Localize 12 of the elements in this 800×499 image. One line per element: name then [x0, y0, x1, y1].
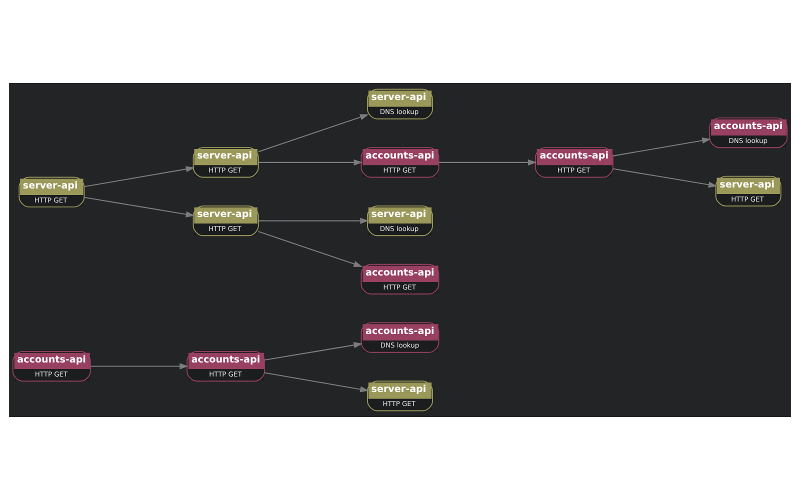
arrow: [264, 342, 363, 360]
arrow: [84, 196, 195, 217]
arrow: [258, 158, 363, 166]
arrow: [90, 362, 188, 369]
arrow: [612, 137, 711, 156]
arrow: [438, 158, 537, 166]
arrow: [258, 217, 369, 224]
arrow: [258, 114, 369, 152]
arrow: [258, 230, 363, 266]
arrow: [264, 372, 369, 392]
arrow: [612, 168, 718, 188]
arrow: [84, 166, 195, 187]
